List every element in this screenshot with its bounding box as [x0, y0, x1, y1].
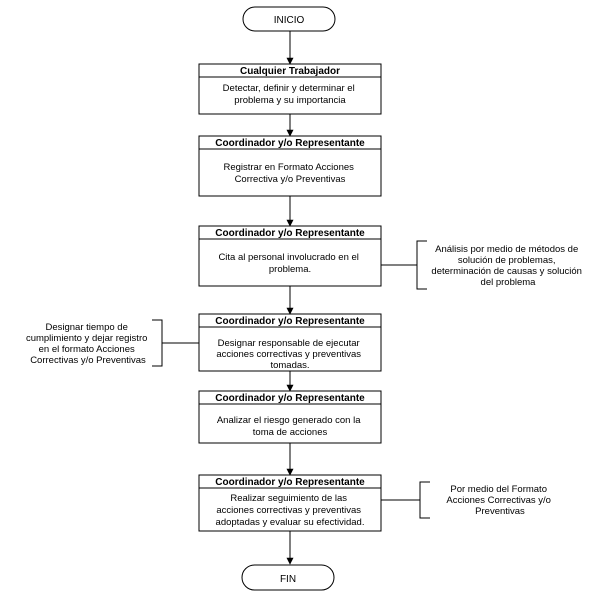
annotation-step-3: Análisis por medio de métodos de solució… — [416, 240, 584, 290]
start-label: INICIO — [274, 15, 305, 26]
step-3-text: Cita al personal involucrado en el probl… — [218, 252, 361, 275]
process-step-1: Cualquier Trabajador Detectar, definir y… — [198, 63, 382, 115]
step-2-role: Coordinador y/o Representante — [215, 138, 365, 149]
step-4-role: Coordinador y/o Representante — [215, 316, 365, 327]
annotation-step-6-text: Por medio del Formato Acciones Correctiv… — [446, 484, 553, 517]
annotation-step-4: Designar tiempo de cumplimiento y dejar … — [26, 319, 163, 367]
step-6-role: Coordinador y/o Representante — [215, 477, 365, 488]
end-terminator: FIN — [241, 564, 335, 591]
process-step-6: Coordinador y/o Representante Realizar s… — [198, 474, 382, 532]
step-1-role: Cualquier Trabajador — [240, 66, 340, 77]
start-terminator: INICIO — [242, 6, 336, 32]
step-6-text: Realizar seguimiento de las acciones cor… — [216, 493, 365, 528]
process-step-4: Coordinador y/o Representante Designar r… — [198, 313, 382, 372]
step-5-text: Analizar el riesgo generado con la toma … — [217, 415, 363, 438]
process-step-2: Coordinador y/o Representante Registrar … — [198, 135, 382, 197]
process-step-5: Coordinador y/o Representante Analizar e… — [198, 390, 382, 444]
step-4-text: Designar responsable de ejecutar accione… — [216, 338, 363, 371]
connectors — [162, 30, 420, 565]
annotation-step-4-text: Designar tiempo de cumplimiento y dejar … — [26, 322, 150, 366]
annotation-step-6: Por medio del Formato Acciones Correctiv… — [419, 481, 553, 519]
process-step-3: Coordinador y/o Representante Cita al pe… — [198, 225, 382, 287]
end-label: FIN — [280, 574, 296, 585]
step-1-text: Detectar, definir y determinar el proble… — [223, 83, 358, 106]
annotation-step-3-text: Análisis por medio de métodos de solució… — [431, 244, 584, 288]
step-5-role: Coordinador y/o Representante — [215, 393, 365, 404]
step-3-role: Coordinador y/o Representante — [215, 228, 365, 239]
step-2-text: Registrar en Formato Acciones Correctiva… — [223, 162, 356, 185]
